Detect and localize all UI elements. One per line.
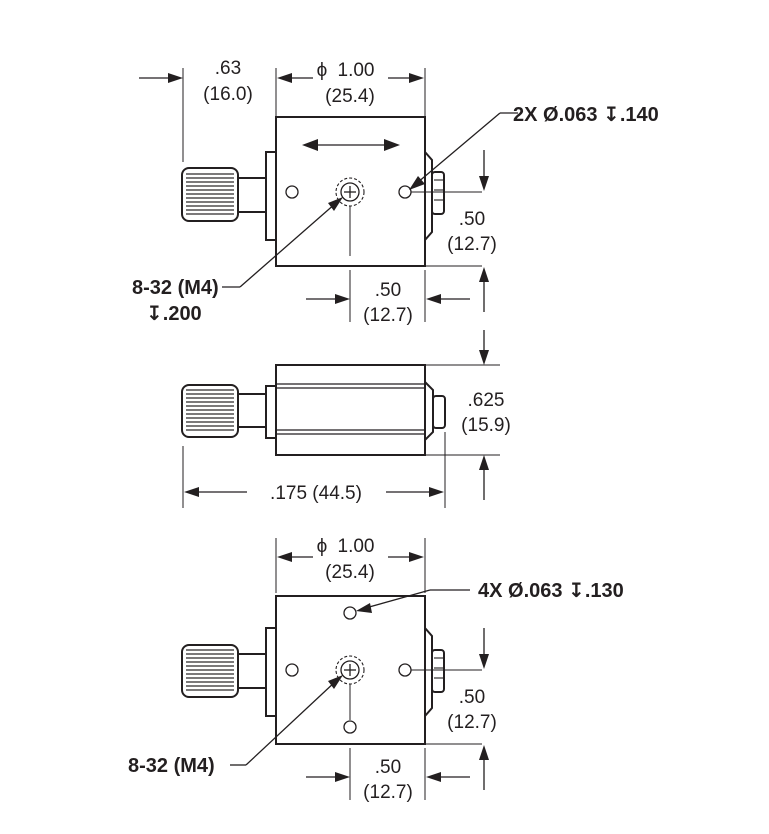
adjuster-knob [181,644,269,698]
bottom-width-mm-label: (25.4) [325,562,375,583]
thread-callout-line2: ↧.200 [146,303,202,325]
thread-callout-line1: 8-32 (M4) [132,277,219,299]
offset-mm-label: (16.0) [203,84,253,105]
bottom-center-dimension [306,772,470,782]
center-inch-label: .50 [375,280,401,301]
top-view: .63 (16.0) ϕ 1.00 (25.4) [132,58,659,326]
height-inch-label: .50 [459,209,485,230]
adjuster-knob [181,384,271,438]
side-height-dimension [479,330,489,500]
offset-dimension [139,73,183,83]
bottom-height-mm-label: (12.7) [447,712,497,733]
height-mm-label: (12.7) [447,234,497,255]
center-mm-label: (12.7) [363,305,413,326]
offset-inch-label: .63 [215,58,241,79]
mounting-hole [343,720,357,734]
mounting-hole [285,185,299,199]
diameter-symbol: ϕ [317,60,328,81]
bottom-width-inch-label: 1.00 [338,536,375,557]
hole-callout-2x: 2X Ø.063 ↧.140 [513,104,659,126]
bottom-center-mm-label: (12.7) [363,782,413,803]
travel-arrow [302,139,400,151]
side-height-inch-label: .625 [468,390,505,411]
width-inch-label: 1.00 [338,60,375,81]
width-dimension [277,73,424,83]
bottom-height-dimension [479,628,489,790]
side-height-mm-label: (15.9) [461,415,511,436]
center-dimension [306,294,470,304]
mounting-hole [285,663,299,677]
stage-block-side [275,364,426,456]
height-dimension [479,150,489,312]
bottom-height-inch-label: .50 [459,687,485,708]
diameter-symbol-bottom: ϕ [317,536,328,557]
hole-callout-4x: 4X Ø.063 ↧.130 [478,580,624,602]
bottom-width-dimension [277,552,424,562]
width-mm-label: (25.4) [325,86,375,107]
bottom-view: ϕ 1.00 (25.4) 4X Ø.06 [128,536,624,803]
side-view: .625 (15.9) .175 (44.5) [181,330,511,508]
side-length-dimension [184,487,444,497]
adjuster-knob [181,167,269,222]
mounting-hole [343,606,357,620]
bottom-center-inch-label: .50 [375,757,401,778]
bottom-thread-callout: 8-32 (M4) [128,755,215,777]
side-length-label: .175 (44.5) [270,483,362,504]
